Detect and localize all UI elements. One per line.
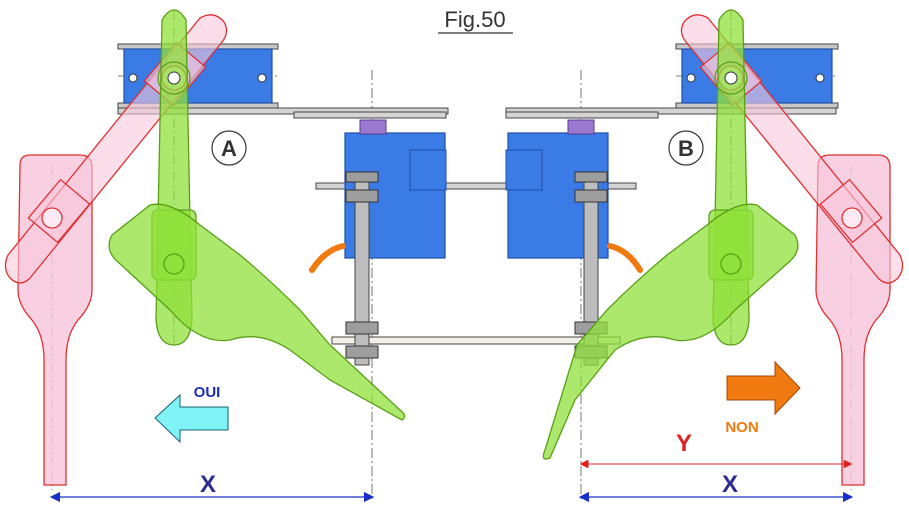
label-a-text: A <box>221 136 237 161</box>
label-b-text: B <box>678 136 694 161</box>
pivot-left <box>167 71 181 85</box>
dimension-y-label: Y <box>676 430 692 457</box>
arrow-non-label: NON <box>725 419 758 436</box>
green-lever-left <box>108 9 406 421</box>
arrow-non: NON <box>725 360 801 436</box>
dimension-x-right-label: X <box>722 471 738 498</box>
support-plates <box>117 107 837 345</box>
dimension-x-left-label: X <box>200 471 216 498</box>
cable-right <box>607 243 643 273</box>
threaded-rod-left <box>345 171 379 366</box>
dimension-y: Y <box>579 430 853 469</box>
figure-title: Fig.50 <box>444 7 505 32</box>
arrow-oui-label: OUI <box>194 384 221 401</box>
label-a: A <box>211 130 247 166</box>
green-lever-right <box>542 9 799 460</box>
dimension-x-left: X <box>49 471 375 503</box>
pivot-right <box>724 71 738 85</box>
dimension-x-right: X <box>578 471 854 503</box>
arrow-oui: OUI <box>154 384 229 444</box>
cable-left <box>309 243 346 273</box>
label-b: B <box>668 130 704 166</box>
